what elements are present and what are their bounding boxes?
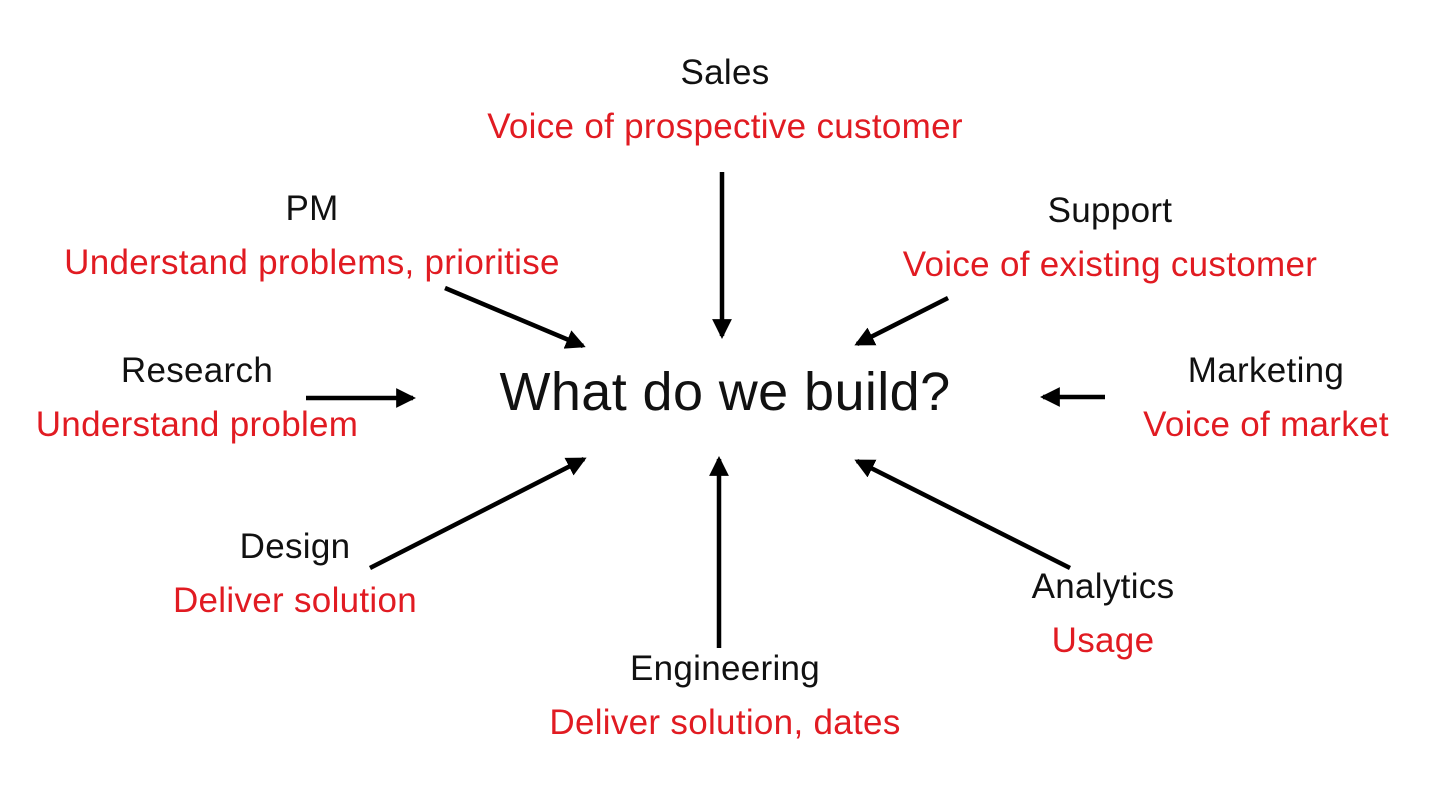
center-question-title: What do we build? (499, 362, 951, 422)
role-subtitle-engineering: Deliver solution, dates (549, 703, 901, 742)
role-subtitle-pm: Understand problems, prioritise (64, 243, 560, 282)
arrow-design-to-center (368, 456, 587, 571)
role-subtitle-design: Deliver solution (172, 581, 418, 620)
role-subtitle-marketing: Voice of market (1143, 405, 1389, 444)
role-subtitle-research: Understand problem (35, 405, 359, 444)
role-subtitle-analytics: Usage (1051, 621, 1155, 660)
node-support: Support Voice of existing customer (903, 190, 1317, 286)
node-engineering: Engineering Deliver solution, dates (549, 648, 900, 744)
arrow-pm-to-center (444, 285, 586, 349)
role-label-analytics: Analytics (1031, 567, 1175, 606)
arrow-analytics-to-center (854, 458, 1072, 571)
node-research: Research Understand problem (36, 350, 359, 446)
node-design: Design Deliver solution (173, 526, 417, 622)
node-analytics: Analytics Usage (1032, 566, 1175, 662)
role-label-support: Support (1047, 191, 1173, 230)
node-marketing: Marketing Voice of market (1143, 350, 1389, 446)
arrow-support-to-center (854, 295, 950, 347)
node-sales: Sales Voice of prospective customer (487, 52, 963, 148)
role-label-engineering: Engineering (629, 649, 821, 688)
role-label-design: Design (239, 527, 351, 566)
role-label-pm: PM (285, 189, 339, 228)
role-label-sales: Sales (680, 53, 770, 92)
role-label-marketing: Marketing (1187, 351, 1345, 390)
role-subtitle-support: Voice of existing customer (902, 245, 1318, 284)
role-subtitle-sales: Voice of prospective customer (487, 107, 963, 146)
role-label-research: Research (120, 351, 274, 390)
node-pm: PM Understand problems, prioritise (64, 188, 560, 284)
